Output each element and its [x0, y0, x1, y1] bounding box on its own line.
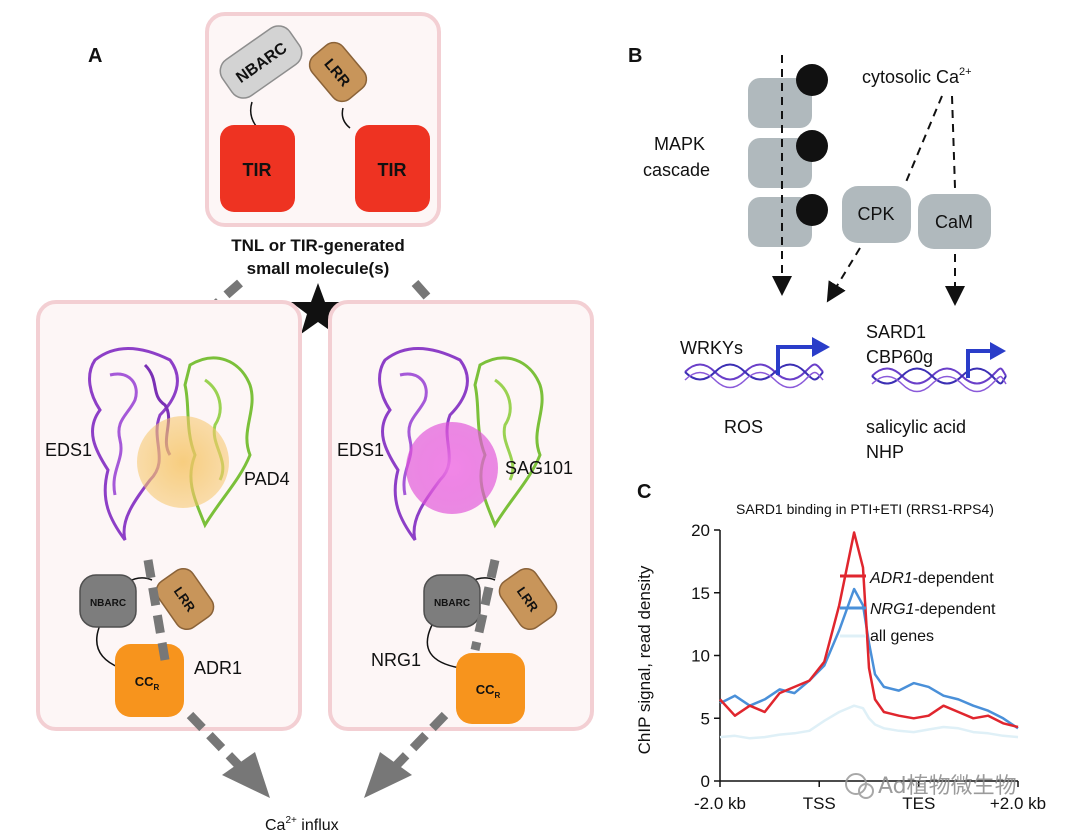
promoter-arrow-left [776, 345, 812, 375]
star-icon [291, 283, 345, 334]
svg-text:CCR: CCR [476, 682, 501, 700]
promoter-arrowhead-right [990, 342, 1006, 360]
svg-text:TIR: TIR [378, 160, 407, 180]
legend-label-all: all genes [870, 628, 934, 645]
nbarc-left: NBARC [79, 574, 137, 628]
mapk-label-1: MAPK [654, 134, 705, 154]
eds1-label-left: EDS1 [45, 440, 92, 460]
tir-left: TIR [220, 125, 295, 212]
adr1-label: ADR1 [194, 658, 242, 678]
arrowhead-left [222, 752, 270, 798]
svg-text:CCR: CCR [135, 674, 160, 692]
nhp-label: NHP [866, 442, 904, 462]
watermark: Ad植物微生物 [845, 773, 1017, 799]
nbarc-top: NBARC [219, 25, 303, 99]
lrr-right: LRR [498, 567, 558, 631]
ccr-left: CCR [115, 644, 184, 717]
promoter-arrowhead-left [812, 337, 830, 357]
watermark-text: Ad植物微生物 [878, 774, 1017, 799]
eds1-sag101-structure [378, 346, 544, 541]
linker-right-helper [426, 624, 461, 669]
cpk-box: CPK [842, 186, 911, 243]
dash-arrow-right-mid [470, 559, 500, 651]
nbarc-right: NBARC [423, 574, 481, 628]
linker-top-right [341, 107, 351, 129]
mapk-kinase-2 [748, 138, 812, 188]
x-tick-label: -2.0 kb [694, 794, 746, 813]
panel-a-label: A [88, 45, 102, 67]
mapk-kinase-1 [748, 78, 812, 128]
panel-c-label: C [637, 481, 651, 503]
legend-label-nrg1: NRG1-dependent [870, 601, 996, 618]
wrkys-label: WRKYs [680, 338, 743, 358]
svg-text:CPK: CPK [857, 204, 894, 224]
lrr-top: LRR [308, 41, 368, 103]
chart-plot: 0 5 10 15 20 -2.0 kb TSS TES +2.0 kb [691, 521, 1046, 813]
y-tick-label: 20 [691, 521, 710, 540]
arrowhead-right [364, 752, 412, 798]
x-tick-label: TES [902, 794, 935, 813]
chart-title: SARD1 binding in PTI+ETI (RRS1-RPS4) [736, 501, 994, 517]
cytosolic-ca-label: cytosolic Ca2+ [862, 66, 972, 87]
series-line-adr1-dependent [719, 531, 1019, 729]
trigger-label-2: small molecule(s) [247, 259, 390, 278]
salicylic-acid-label: salicylic acid [866, 417, 966, 437]
dash-arrow-right-bottom [386, 711, 449, 776]
series-line-nrg1-dependent [719, 587, 1019, 730]
y-tick-label: 0 [701, 772, 710, 791]
x-tick-label: TSS [803, 794, 836, 813]
phospho-dot-1 [796, 64, 828, 96]
dash-arrow-left-mid [143, 559, 170, 661]
ca-to-cam-line [951, 95, 956, 189]
promoter-arrow-right [966, 349, 990, 378]
cbp60g-label: CBP60g [866, 347, 933, 367]
y-tick-label: 5 [701, 709, 710, 728]
cam-box: CaM [918, 194, 991, 249]
ca-to-cpk-line [905, 95, 943, 183]
cpk-arrow [826, 247, 861, 303]
y-tick-label: 10 [691, 647, 710, 666]
panel-b-label: B [628, 45, 642, 67]
series-line-all-genes [719, 704, 1019, 740]
lrr-left: LRR [155, 567, 215, 631]
chart-ylabel: ChIP signal, read density [635, 565, 654, 754]
phospho-dot-3 [796, 194, 828, 226]
y-tick-label: 15 [691, 584, 710, 603]
ca-influx-label: Ca2+ influx [265, 815, 339, 834]
ccr-right: CCR [456, 653, 525, 724]
chart-legend: ADR1-dependent NRG1-dependent all genes [840, 570, 996, 645]
mapk-label-2: cascade [643, 160, 710, 180]
svg-text:CaM: CaM [935, 212, 973, 232]
mapk-kinase-3 [748, 197, 812, 247]
x-tick-label: +2.0 kb [990, 794, 1046, 813]
dna-helix-left [684, 363, 824, 389]
tir-right: TIR [355, 125, 430, 212]
trigger-label-1: TNL or TIR-generated [231, 236, 404, 255]
legend-label-adr1: ADR1-dependent [869, 570, 994, 587]
sag101-label: SAG101 [505, 458, 573, 478]
pad4-label: PAD4 [244, 469, 290, 489]
phospho-dot-2 [796, 130, 828, 162]
ros-label: ROS [724, 417, 763, 437]
eds1-pad4-structure [88, 346, 254, 541]
svg-text:NBARC: NBARC [90, 598, 126, 609]
sard1-label: SARD1 [866, 322, 926, 342]
eds1-label-right: EDS1 [337, 440, 384, 460]
svg-text:NBARC: NBARC [434, 598, 470, 609]
dash-arrow-left-bottom [186, 711, 249, 776]
svg-text:TIR: TIR [243, 160, 272, 180]
linker-top-left [249, 101, 257, 127]
dna-helix-right [871, 367, 1007, 393]
nrg1-label: NRG1 [371, 650, 421, 670]
